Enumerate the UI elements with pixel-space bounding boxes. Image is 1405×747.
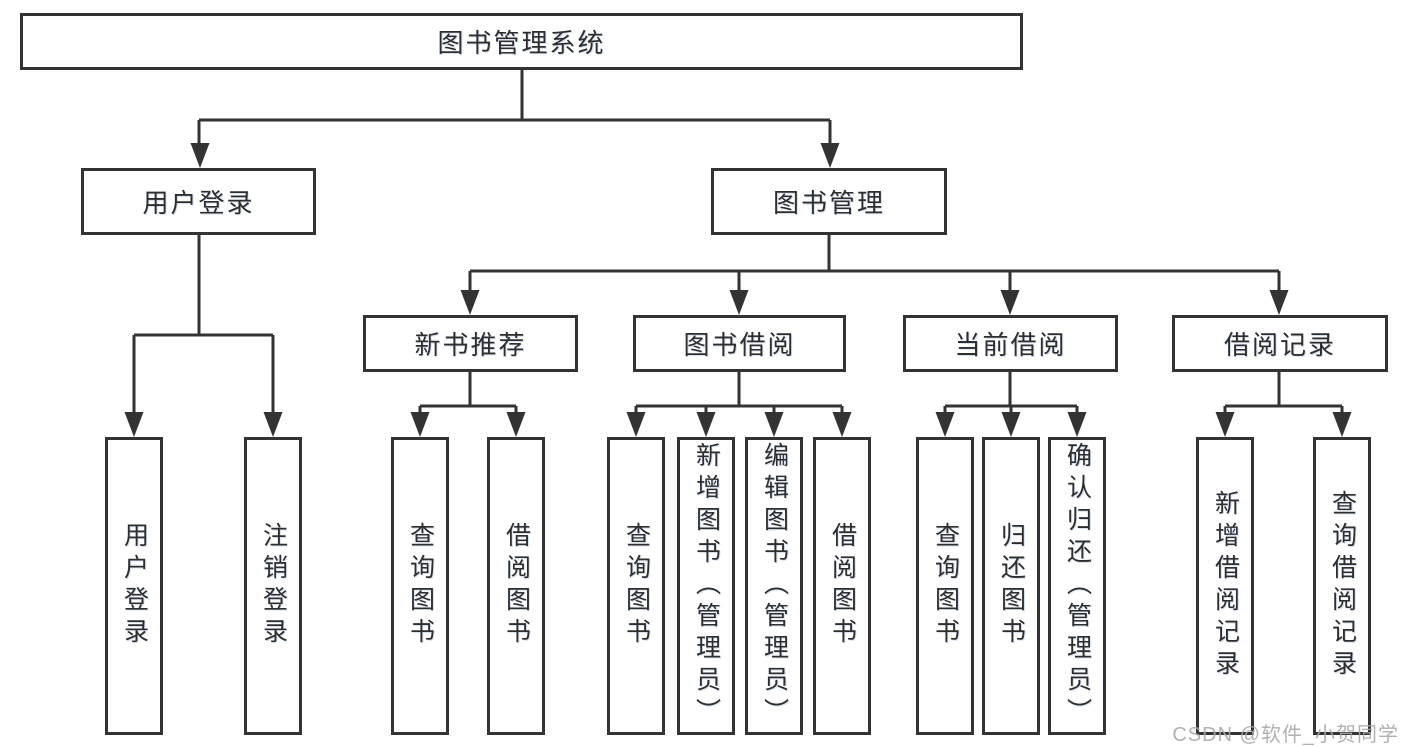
node-borrowing-records: 借阅记录	[1172, 315, 1388, 372]
node-book-management: 图书管理	[711, 168, 947, 235]
node-current-borrowing: 当前借阅	[903, 315, 1118, 372]
leaf-newbook-borrow-books: 借阅图书	[487, 437, 545, 735]
leaf-borrowing-add-books-admin: 新增图书（管理员）	[677, 437, 735, 735]
leaf-borrowing-borrow-books: 借阅图书	[813, 437, 871, 735]
leaf-logout: 注销登录	[244, 437, 302, 735]
node-book-borrowing: 图书借阅	[633, 315, 846, 372]
leaf-current-return-books: 归还图书	[982, 437, 1040, 735]
node-book-management-system: 图书管理系统	[20, 13, 1023, 70]
node-user-login: 用户登录	[81, 168, 316, 235]
leaf-user-login: 用户登录	[105, 437, 163, 735]
leaf-records-add-record: 新增借阅记录	[1196, 437, 1254, 735]
leaf-current-confirm-return-admin: 确认归还（管理员）	[1048, 437, 1106, 735]
leaf-current-query-books: 查询图书	[916, 437, 974, 735]
watermark: CSDN @软件_小贺同学	[1172, 724, 1399, 746]
leaf-records-query-record: 查询借阅记录	[1313, 437, 1371, 735]
leaf-borrowing-query-books: 查询图书	[607, 437, 665, 735]
leaf-borrowing-edit-books-admin: 编辑图书（管理员）	[745, 437, 803, 735]
node-new-book-recommendation: 新书推荐	[363, 315, 578, 372]
leaf-newbook-query-books: 查询图书	[391, 437, 449, 735]
